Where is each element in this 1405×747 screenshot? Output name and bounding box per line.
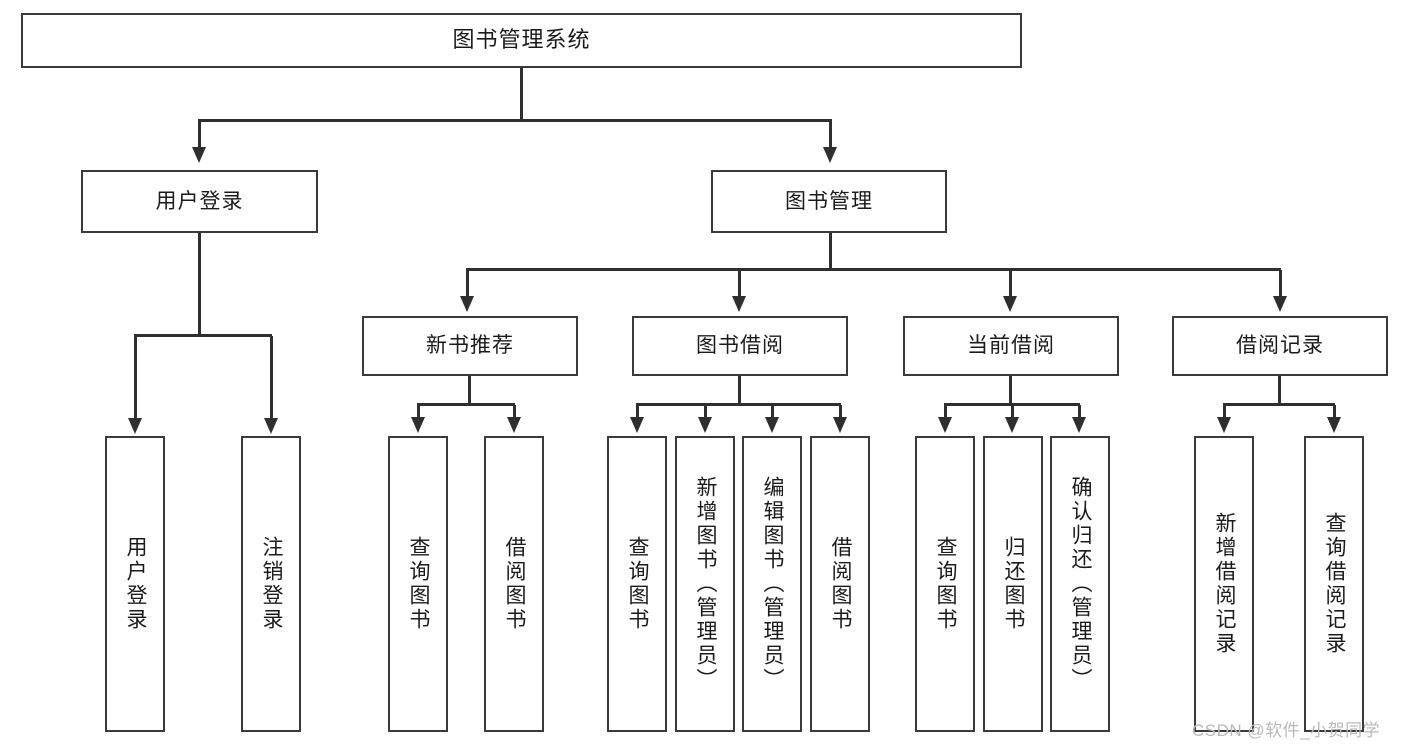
node-label: 编辑图书（管理员） bbox=[761, 476, 785, 692]
node-root-library-system[interactable]: 图书管理系统 bbox=[21, 13, 1022, 68]
node-label: 当前借阅 bbox=[967, 334, 1055, 358]
node-label: 图书借阅 bbox=[696, 334, 784, 358]
arrow-leaf-user-login-1 bbox=[128, 418, 142, 434]
leaf-current-borrow-confirm-return-admin[interactable]: 确认归还（管理员） bbox=[1050, 436, 1110, 732]
node-book-borrow[interactable]: 图书借阅 bbox=[632, 316, 848, 376]
arrow-borrow-record bbox=[1273, 296, 1287, 312]
edge-drop-book-borrow bbox=[738, 270, 741, 298]
node-label: 借阅图书 bbox=[829, 536, 853, 632]
leaf-book-borrow-edit-book-admin[interactable]: 编辑图书（管理员） bbox=[742, 436, 802, 732]
edge-user-login-drop-2 bbox=[270, 336, 273, 420]
arrow-leaf-new-book-1 bbox=[411, 417, 425, 433]
edge-borrow-record-drop-2 bbox=[1333, 405, 1336, 419]
leaf-new-book-query-book[interactable]: 查询图书 bbox=[388, 436, 448, 732]
leaf-book-borrow-query-book[interactable]: 查询图书 bbox=[607, 436, 667, 732]
edge-user-login-drop-1 bbox=[134, 336, 137, 420]
edge-book-borrow-drop-3 bbox=[771, 405, 774, 419]
edge-new-book-drop-2 bbox=[513, 405, 516, 419]
node-label: 查询借阅记录 bbox=[1323, 512, 1347, 656]
node-user-login[interactable]: 用户登录 bbox=[81, 170, 318, 233]
edge-new-book-stem bbox=[468, 376, 471, 405]
node-label: 查询图书 bbox=[407, 536, 431, 632]
edge-new-book-bus bbox=[417, 403, 515, 406]
arrow-leaf-book-borrow-1 bbox=[630, 417, 644, 433]
node-current-borrow[interactable]: 当前借阅 bbox=[903, 316, 1119, 376]
edge-new-book-drop-1 bbox=[417, 405, 420, 419]
edge-drop-new-book bbox=[466, 270, 469, 298]
leaf-current-borrow-return-book[interactable]: 归还图书 bbox=[983, 436, 1043, 732]
edge-current-borrow-drop-2 bbox=[1011, 405, 1014, 419]
arrow-leaf-book-borrow-2 bbox=[698, 417, 712, 433]
edge-borrow-record-stem bbox=[1278, 376, 1281, 405]
edge-borrow-record-drop-1 bbox=[1223, 405, 1226, 419]
leaf-current-borrow-query-book[interactable]: 查询图书 bbox=[915, 436, 975, 732]
arrow-leaf-current-borrow-3 bbox=[1072, 417, 1086, 433]
arrow-leaf-book-borrow-4 bbox=[833, 417, 847, 433]
edge-book-borrow-bus bbox=[636, 403, 841, 406]
node-label: 借阅图书 bbox=[503, 536, 527, 632]
edge-drop-book-manage bbox=[829, 121, 832, 149]
edge-level2-bus bbox=[198, 119, 832, 122]
leaf-user-login-logout[interactable]: 注销登录 bbox=[241, 436, 301, 732]
node-label: 新书推荐 bbox=[426, 334, 514, 358]
node-label: 图书管理 bbox=[785, 189, 873, 213]
leaf-new-book-borrow-book[interactable]: 借阅图书 bbox=[484, 436, 544, 732]
leaf-book-borrow-borrow-book[interactable]: 借阅图书 bbox=[810, 436, 870, 732]
node-new-book-recommend[interactable]: 新书推荐 bbox=[362, 316, 578, 376]
arrow-new-book-recommend bbox=[460, 296, 474, 312]
edge-current-borrow-stem bbox=[1009, 376, 1012, 405]
arrow-leaf-current-borrow-1 bbox=[938, 417, 952, 433]
arrow-user-login bbox=[192, 147, 206, 163]
edge-user-login-bus bbox=[134, 334, 272, 337]
arrow-leaf-user-login-2 bbox=[264, 418, 278, 434]
node-borrow-record[interactable]: 借阅记录 bbox=[1172, 316, 1388, 376]
edge-book-borrow-stem bbox=[738, 376, 741, 405]
leaf-borrow-record-query-record[interactable]: 查询借阅记录 bbox=[1304, 436, 1364, 732]
leaf-user-login-login[interactable]: 用户登录 bbox=[105, 436, 165, 732]
edge-current-borrow-bus bbox=[944, 403, 1080, 406]
node-label: 查询图书 bbox=[626, 536, 650, 632]
node-label: 归还图书 bbox=[1002, 536, 1026, 632]
arrow-leaf-book-borrow-3 bbox=[765, 417, 779, 433]
edge-drop-borrow-record bbox=[1279, 270, 1282, 298]
node-label: 借阅记录 bbox=[1236, 334, 1324, 358]
edge-current-borrow-drop-3 bbox=[1078, 405, 1081, 419]
edge-current-borrow-drop-1 bbox=[944, 405, 947, 419]
leaf-borrow-record-add-record[interactable]: 新增借阅记录 bbox=[1194, 436, 1254, 732]
arrow-leaf-current-borrow-2 bbox=[1005, 417, 1019, 433]
arrow-book-manage bbox=[823, 147, 837, 163]
node-label: 查询图书 bbox=[934, 536, 958, 632]
edge-drop-current-borrow bbox=[1009, 270, 1012, 298]
node-label: 确认归还（管理员） bbox=[1069, 476, 1093, 692]
node-label: 新增借阅记录 bbox=[1213, 512, 1237, 656]
edge-book-borrow-drop-4 bbox=[839, 405, 842, 419]
arrow-book-borrow bbox=[732, 296, 746, 312]
edge-book-borrow-drop-2 bbox=[704, 405, 707, 419]
arrow-leaf-new-book-2 bbox=[507, 417, 521, 433]
edge-borrow-record-bus bbox=[1223, 403, 1335, 406]
edge-book-borrow-drop-1 bbox=[636, 405, 639, 419]
edge-user-login-stem bbox=[198, 233, 201, 336]
arrow-leaf-borrow-record-1 bbox=[1217, 417, 1231, 433]
arrow-current-borrow bbox=[1003, 296, 1017, 312]
edge-drop-user-login bbox=[198, 121, 201, 149]
node-label: 图书管理系统 bbox=[452, 27, 591, 53]
node-book-management[interactable]: 图书管理 bbox=[711, 170, 947, 233]
node-label: 新增图书（管理员） bbox=[694, 476, 718, 692]
node-label: 用户登录 bbox=[124, 536, 148, 632]
leaf-book-borrow-add-book-admin[interactable]: 新增图书（管理员） bbox=[675, 436, 735, 732]
edge-root-stem bbox=[520, 68, 523, 121]
node-label: 注销登录 bbox=[260, 536, 284, 632]
edge-book-manage-stem bbox=[829, 233, 832, 270]
arrow-leaf-borrow-record-2 bbox=[1327, 417, 1341, 433]
node-label: 用户登录 bbox=[155, 189, 244, 213]
edge-level3-bus bbox=[466, 268, 1281, 271]
